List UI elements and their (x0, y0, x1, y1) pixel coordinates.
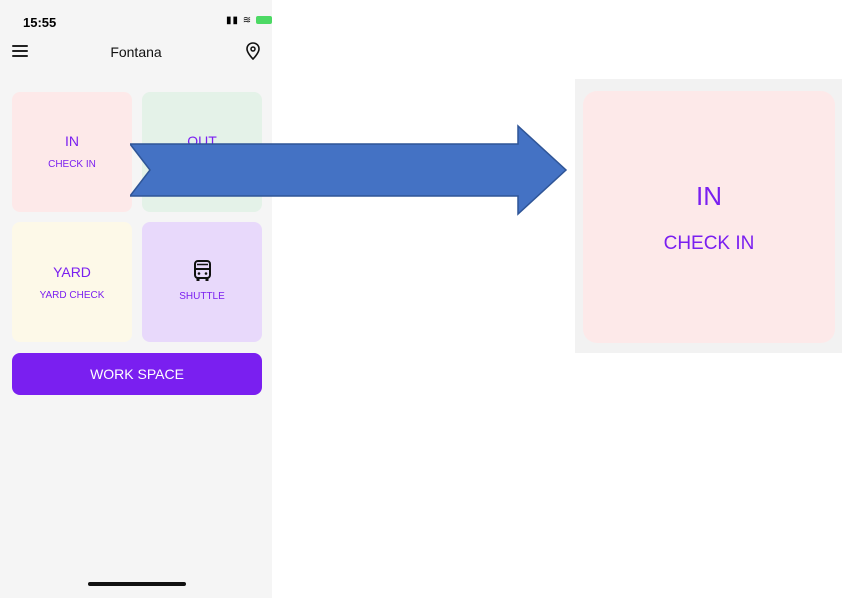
tile-shuttle-sub: SHUTTLE (179, 291, 225, 302)
tile-in[interactable]: IN CHECK IN (12, 92, 132, 212)
work-space-button[interactable]: WORK SPACE (12, 353, 262, 395)
status-time: 15:55 (23, 15, 57, 30)
tile-yard[interactable]: YARD YARD CHECK (12, 222, 132, 342)
tile-yard-sub: YARD CHECK (39, 290, 105, 301)
bus-icon (194, 260, 211, 281)
arrow-shape (130, 124, 568, 216)
zoomed-in-label: IN (696, 181, 722, 211)
zoomed-tile-panel: IN CHECK IN (575, 79, 842, 353)
location-pin-icon[interactable] (245, 42, 261, 60)
phone-screen: 15:55 ▮▮ ≋ Fontana IN CHECK IN OUT YARD … (0, 0, 272, 598)
menu-icon[interactable] (12, 45, 28, 57)
zoomed-tile-in: IN CHECK IN (583, 91, 835, 343)
tile-in-label: IN (65, 133, 79, 149)
home-indicator[interactable] (88, 582, 186, 586)
status-icons: ▮▮ ≋ (226, 15, 272, 26)
page-title: Fontana (110, 44, 162, 60)
tile-in-sub: CHECK IN (48, 159, 96, 170)
signal-icon: ▮▮ (226, 15, 240, 26)
wifi-icon: ≋ (242, 15, 253, 26)
tile-yard-label: YARD (53, 264, 91, 280)
battery-icon (255, 16, 272, 25)
tile-shuttle[interactable]: SHUTTLE (142, 222, 262, 342)
zoomed-in-sub: CHECK IN (663, 233, 755, 254)
